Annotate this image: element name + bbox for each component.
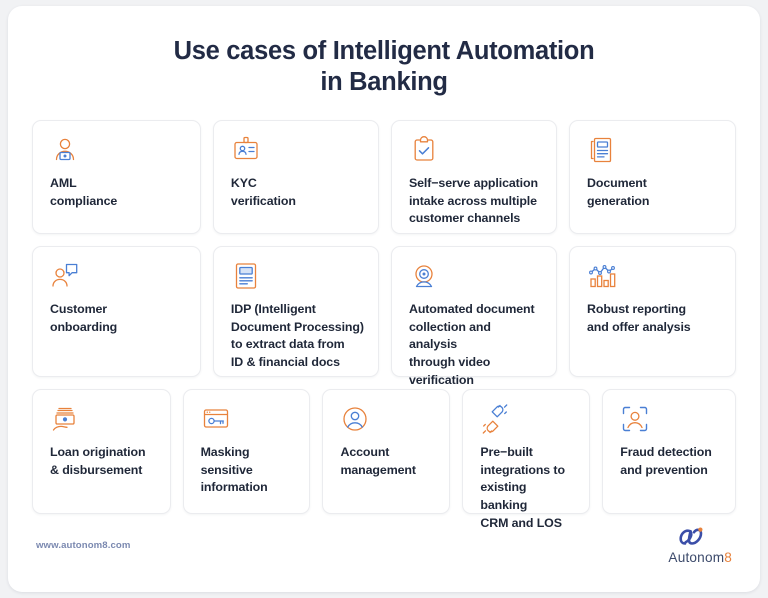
card-label: Loan origination & disbursement: [50, 445, 146, 477]
autonom8-infinity-mark-icon: [678, 525, 722, 549]
use-case-card-pre-built-integrations[interactable]: Pre−built integrations to existing banki…: [462, 389, 591, 530]
page-title: Use cases of Intelligent Automation in B…: [8, 6, 760, 98]
card-label: Robust reporting and offer analysis: [587, 302, 691, 334]
logo-wordmark: Autonom8: [668, 550, 732, 565]
use-case-card-customer-onboarding[interactable]: Customer onboarding: [32, 246, 201, 378]
webcam-icon: [409, 261, 439, 291]
card-label: Masking sensitive information: [200, 445, 268, 495]
infographic-canvas: Use cases of Intelligent Automation in B…: [8, 6, 760, 592]
use-case-grid: AML compliance KYC verification: [8, 98, 760, 530]
document-lines-icon: [587, 135, 617, 165]
use-case-card-self-serve-application-intake[interactable]: Self−serve application intake across mul…: [390, 120, 558, 235]
logo-wordmark-accent: 8: [724, 550, 732, 565]
person-lock-icon: [50, 135, 80, 165]
use-case-card-idp-document-processing[interactable]: IDP (Intelligent Document Processing) to…: [212, 246, 379, 378]
face-scan-icon: [620, 404, 650, 434]
use-case-card-fraud-detection[interactable]: Fraud detection and prevention: [602, 389, 736, 515]
use-case-row-1: AML compliance KYC verification: [32, 120, 737, 235]
use-case-card-account-management[interactable]: Account management: [322, 389, 451, 515]
use-case-card-masking-sensitive-information[interactable]: Masking sensitive information: [182, 389, 311, 515]
card-label: Self−serve application intake across mul…: [408, 176, 538, 226]
card-label: IDP (Intelligent Document Processing) to…: [230, 302, 364, 370]
use-case-card-robust-reporting[interactable]: Robust reporting and offer analysis: [569, 246, 737, 378]
account-circle-icon: [340, 404, 370, 434]
card-label: KYC verification: [230, 176, 296, 208]
use-case-row-2: Customer onboarding IDP (Intelligent Doc…: [32, 246, 737, 387]
autonom8-logo[interactable]: Autonom8: [668, 525, 732, 565]
clipboard-check-icon: [409, 135, 439, 165]
use-case-card-loan-origination[interactable]: Loan origination & disbursement: [32, 389, 171, 515]
title-line-2: in Banking: [320, 68, 448, 97]
card-label: Pre−built integrations to existing banki…: [480, 445, 565, 530]
document-processing-icon: [231, 261, 261, 291]
bar-chart-line-icon: [587, 261, 617, 291]
logo-wordmark-main: Autonom: [668, 550, 725, 565]
card-label: AML compliance: [50, 176, 118, 208]
card-label: Account management: [340, 445, 416, 477]
use-case-card-aml-compliance[interactable]: AML compliance: [32, 120, 201, 235]
card-label: Customer onboarding: [50, 302, 118, 334]
use-case-card-kyc-verification[interactable]: KYC verification: [212, 120, 379, 235]
footer: www.autonom8.com Autonom8: [8, 522, 760, 568]
use-case-card-document-generation[interactable]: Document generation: [569, 120, 737, 235]
person-chat-icon: [50, 261, 80, 291]
use-case-row-3: Loan origination & disbursement Masking …: [32, 389, 736, 530]
id-badge-icon: [231, 135, 261, 165]
card-label: Document generation: [587, 176, 650, 208]
browser-key-icon: [201, 404, 231, 434]
card-label: Fraud detection and prevention: [620, 445, 712, 477]
card-label: Automated document collection and analys…: [408, 302, 535, 387]
use-case-card-automated-document-collection[interactable]: Automated document collection and analys…: [390, 246, 558, 387]
website-url-link[interactable]: www.autonom8.com: [36, 539, 131, 551]
hand-money-icon: [50, 404, 80, 434]
plug-socket-icon: [480, 404, 510, 434]
title-line-1: Use cases of Intelligent Automation: [173, 37, 595, 65]
